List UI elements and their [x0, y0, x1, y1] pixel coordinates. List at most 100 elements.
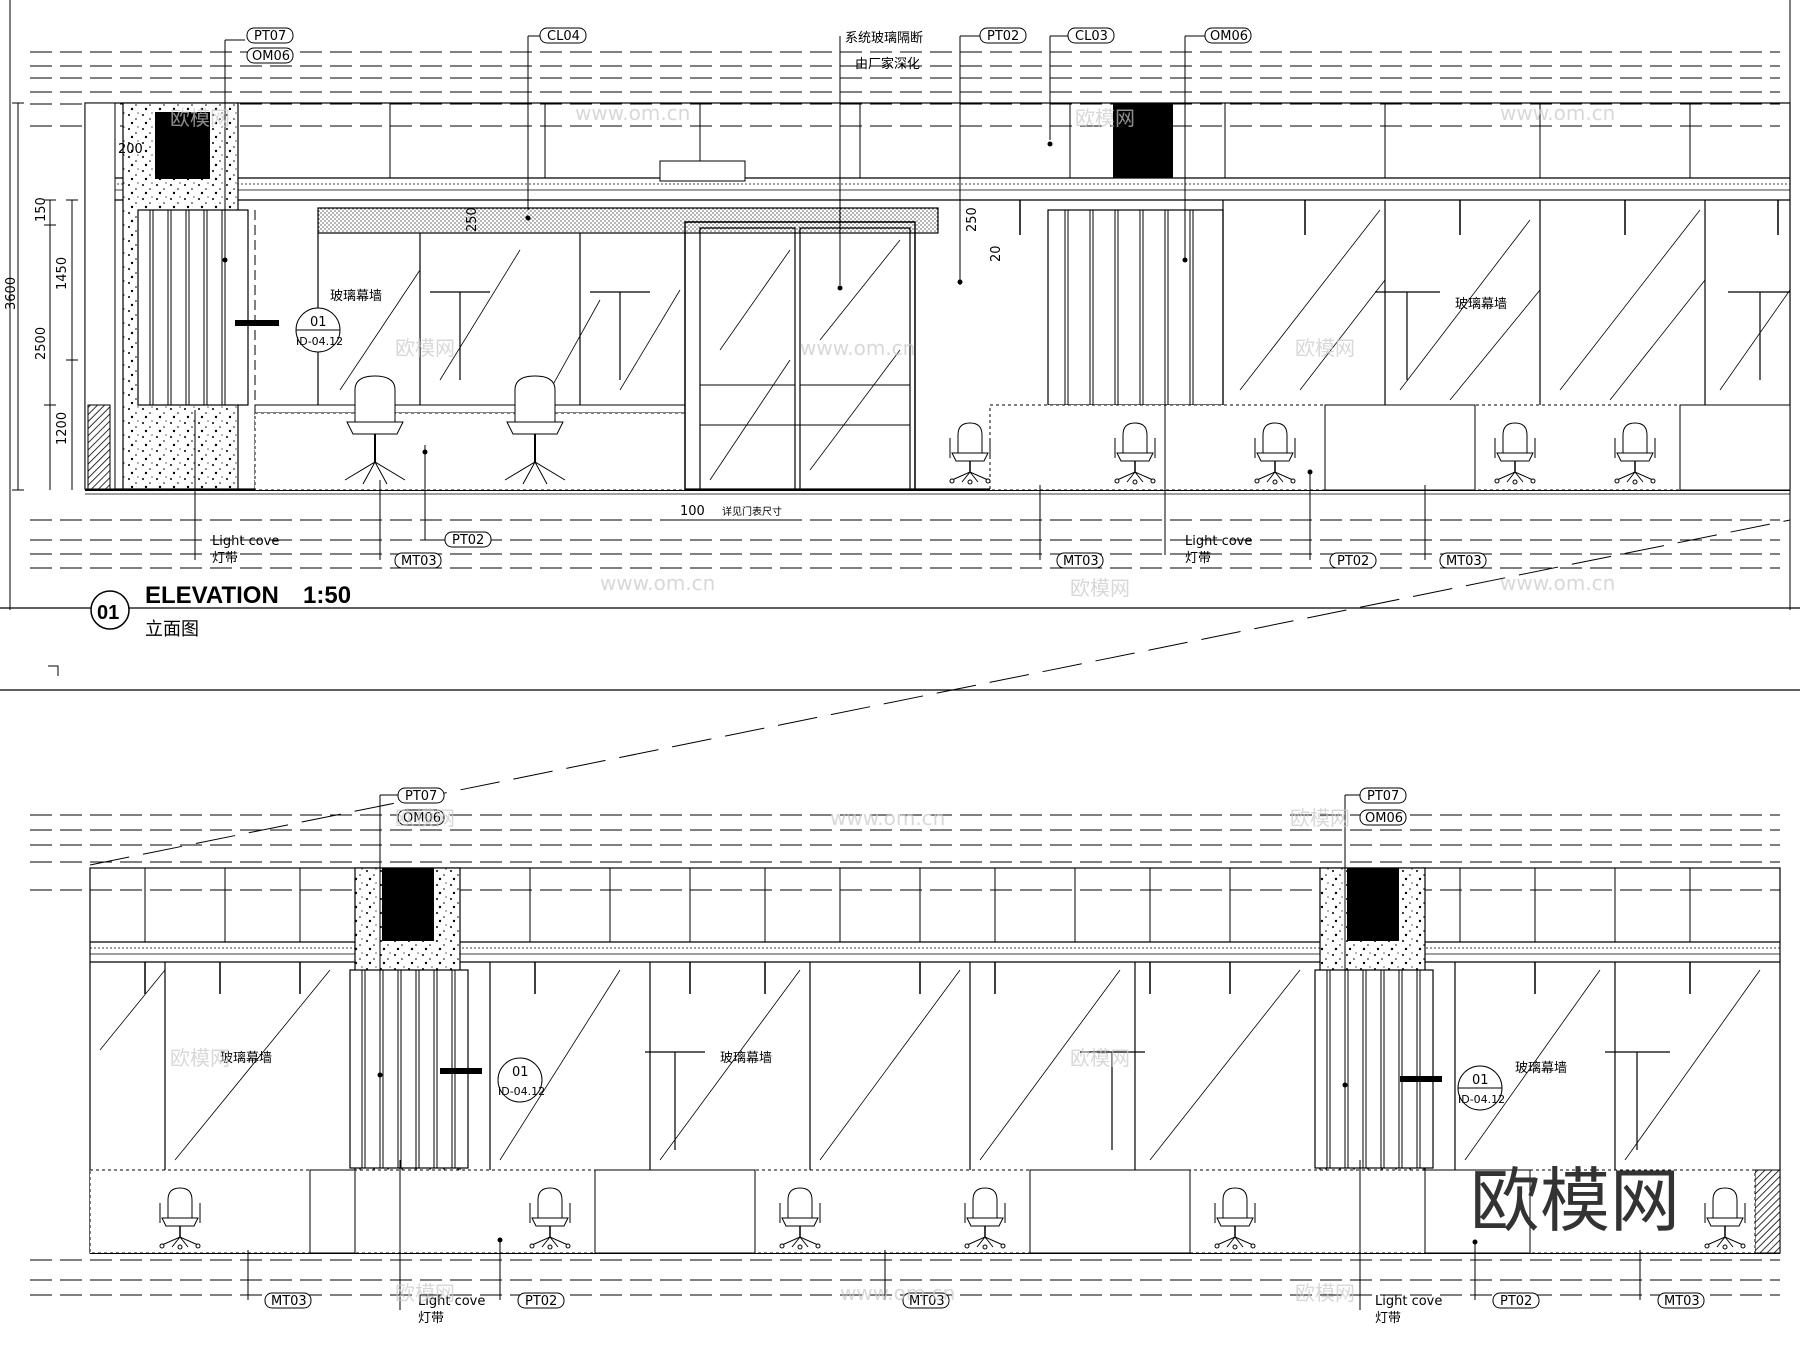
svg-text:ID-04.12: ID-04.12 — [498, 1085, 545, 1098]
glass-wall-label-top-left: 玻璃幕墙 — [330, 289, 382, 304]
dim-150: 150 — [34, 197, 49, 222]
light-cove-en-top-right: Light cove — [1185, 534, 1252, 549]
svg-text:OM06: OM06 — [403, 811, 441, 826]
svg-text:ELEVATION: ELEVATION — [145, 582, 279, 609]
svg-text:欧模网: 欧模网 — [170, 1046, 230, 1070]
tag-om06-right: OM06 — [1204, 27, 1252, 44]
glass-wall-label-bottom-1: 玻璃幕墙 — [220, 1051, 272, 1066]
svg-text:www.om.cn: www.om.cn — [1500, 101, 1615, 125]
light-cove-cn-bottom-right: 灯带 — [1375, 1311, 1401, 1326]
watermarks: 欧模网 www.om.cn 欧模网 www.om.cn 欧模网 www.om.c… — [170, 101, 1615, 1305]
svg-text:CL03: CL03 — [1075, 29, 1108, 44]
tag-mt03-top-left: MT03 — [394, 552, 442, 569]
svg-text:欧模网: 欧模网 — [395, 1281, 455, 1305]
svg-text:www.om.cn: www.om.cn — [840, 1281, 955, 1305]
tag-cl03: CL03 — [1067, 27, 1115, 44]
glass-wall-label-bottom-3: 玻璃幕墙 — [1515, 1061, 1567, 1076]
svg-text:PT07: PT07 — [1367, 789, 1399, 804]
svg-text:欧模网: 欧模网 — [1295, 1281, 1355, 1305]
tag-mt03-bottom-2: MT03 — [902, 1292, 950, 1309]
svg-text:MT03: MT03 — [909, 1294, 945, 1309]
tag-pt02-mid: PT02 — [444, 531, 492, 548]
dim-1450: 1450 — [55, 257, 70, 290]
svg-text:欧模网: 欧模网 — [1295, 336, 1355, 360]
light-cove-cn-top-right: 灯带 — [1185, 551, 1211, 566]
dim-2500: 2500 — [34, 327, 49, 360]
tag-pt02-bottom-1: PT02 — [517, 1292, 565, 1309]
svg-text:www.om.cn: www.om.cn — [830, 806, 945, 830]
tag-pt02-bottom-2: PT02 — [1492, 1292, 1540, 1309]
svg-text:PT02: PT02 — [525, 1294, 557, 1309]
svg-text:欧模网: 欧模网 — [170, 106, 230, 130]
glass-partition-note-1: 系统玻璃隔断 — [845, 31, 923, 46]
tag-mt03-bottom-3: MT03 — [1657, 1292, 1705, 1309]
dim-250-b: 250 — [965, 207, 980, 232]
svg-text:ID-04.12: ID-04.12 — [1458, 1093, 1505, 1106]
tag-mt03-top-right: MT03 — [1439, 552, 1487, 569]
svg-text:ID-04.12: ID-04.12 — [296, 335, 343, 348]
tag-om06-bottom-right: OM06 — [1359, 809, 1407, 826]
svg-text:01: 01 — [1472, 1073, 1489, 1088]
dim-100: 100 — [680, 504, 705, 519]
dim-200: 200 — [118, 142, 143, 157]
svg-text:欧模网: 欧模网 — [395, 806, 455, 830]
tag-cl04: CL04 — [539, 27, 587, 44]
svg-text:PT07: PT07 — [405, 789, 437, 804]
svg-text:www.om.cn: www.om.cn — [800, 336, 915, 360]
svg-text:MT03: MT03 — [401, 554, 437, 569]
detail-callout-top: 01 ID-04.12 — [295, 307, 343, 353]
svg-text:01: 01 — [310, 315, 327, 330]
glass-partition-note-2: 由厂家深化 — [855, 56, 920, 72]
glass-wall-label-top-right: 玻璃幕墙 — [1455, 297, 1507, 312]
top-elevation: 3600 150 1450 2500 1200 200 250 250 20 1… — [0, 0, 1800, 691]
dim-250-a: 250 — [465, 207, 480, 232]
tag-pt07-bottom-left: PT07 — [397, 787, 445, 804]
detail-callout-bottom-left: 01 ID-04.12 — [497, 1057, 545, 1103]
light-cove-cn-top: 灯带 — [212, 551, 238, 566]
door-note: 详见门表尺寸 — [722, 505, 782, 518]
bottom-elevation: PT07 OM06 PT07 OM06 玻璃幕墙 玻璃幕墙 玻璃幕墙 01 ID… — [30, 787, 1781, 1326]
dim-20: 20 — [989, 245, 1004, 262]
svg-text:欧模网: 欧模网 — [395, 336, 455, 360]
svg-text:PT07: PT07 — [254, 29, 286, 44]
svg-text:www.om.cn: www.om.cn — [600, 571, 715, 595]
svg-text:OM06: OM06 — [1210, 29, 1248, 44]
light-cove-en-bottom-right: Light cove — [1375, 1294, 1442, 1309]
watermark-logo: 欧模网 — [1470, 1160, 1680, 1242]
svg-text:OM06: OM06 — [252, 49, 290, 64]
tag-pt02-top-right: PT02 — [1329, 552, 1377, 569]
svg-text:01: 01 — [97, 602, 119, 624]
tag-om06-top: OM06 — [246, 47, 294, 64]
svg-text:01: 01 — [512, 1065, 529, 1080]
tag-om06-bottom-left: OM06 — [397, 809, 445, 826]
svg-text:PT02: PT02 — [452, 533, 484, 548]
tag-pt07-top: PT07 — [246, 27, 294, 44]
svg-text:欧模网: 欧模网 — [1070, 1046, 1130, 1070]
tag-mt03-top-mid: MT03 — [1056, 552, 1104, 569]
light-cove-en-bottom-left: Light cove — [418, 1294, 485, 1309]
svg-text:OM06: OM06 — [1365, 811, 1403, 826]
glass-wall-label-bottom-2: 玻璃幕墙 — [720, 1051, 772, 1066]
svg-text:www.om.cn: www.om.cn — [575, 101, 690, 125]
elevation-title: 01 ELEVATION 1:50 立面图 — [90, 582, 351, 640]
detail-callout-bottom-right: 01 ID-04.12 — [1457, 1065, 1505, 1111]
svg-text:欧模网: 欧模网 — [1290, 806, 1350, 830]
svg-text:PT02: PT02 — [1500, 1294, 1532, 1309]
dim-1200: 1200 — [55, 412, 70, 445]
dim-3600: 3600 — [4, 277, 19, 310]
tag-pt07-bottom-right: PT07 — [1359, 787, 1407, 804]
svg-text:欧模网: 欧模网 — [1070, 576, 1130, 600]
tag-pt02-top: PT02 — [979, 27, 1027, 44]
svg-text:1:50: 1:50 — [303, 582, 351, 609]
tag-mt03-bottom-1: MT03 — [264, 1292, 312, 1309]
svg-text:MT03: MT03 — [1446, 554, 1482, 569]
svg-text:立面图: 立面图 — [145, 619, 199, 640]
svg-text:MT03: MT03 — [271, 1294, 307, 1309]
svg-text:www.om.cn: www.om.cn — [1500, 571, 1615, 595]
svg-text:MT03: MT03 — [1664, 1294, 1700, 1309]
svg-text:欧模网: 欧模网 — [1075, 106, 1135, 130]
svg-text:MT03: MT03 — [1063, 554, 1099, 569]
svg-text:PT02: PT02 — [1337, 554, 1369, 569]
svg-text:CL04: CL04 — [547, 29, 580, 44]
